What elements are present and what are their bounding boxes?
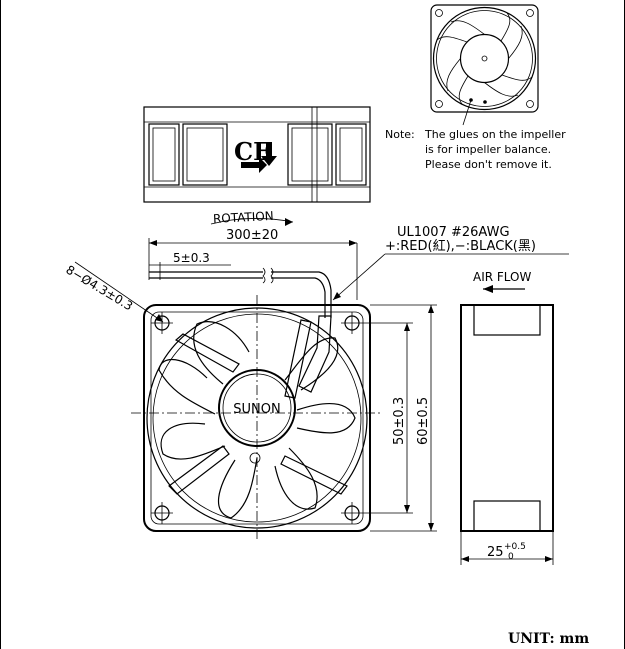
wire-color-label: +:RED(紅),−:BLACK(黑): [385, 239, 536, 254]
note-line-1: The glues on the impeller: [424, 128, 566, 141]
hole-pitch-label: 50±0.3: [392, 397, 407, 445]
unit-label: UNIT: mm: [508, 631, 589, 647]
note-block: Note: The glues on the impeller is for i…: [385, 128, 566, 171]
thickness-tolerance-upper: +0.5: [504, 542, 526, 552]
strip-length-label: 5±0.3: [173, 251, 210, 265]
side-profile-view: CE: [143, 106, 371, 203]
top-fan-view: [430, 4, 539, 126]
thickness-label: 25: [487, 545, 504, 560]
main-front-view: SUNON: [131, 295, 381, 540]
front-dimensions: 50±0.3 60±0.5: [363, 304, 437, 532]
impeller-blades: [158, 321, 356, 519]
cable-length-label: 300±20: [226, 228, 278, 243]
hole-dimension: 8−Ø4.3±0.3: [63, 261, 164, 323]
mounting-holes: [151, 312, 363, 524]
thickness-tolerance-lower: 0: [508, 552, 514, 562]
rotation-dimension: ROTATION 300±20: [148, 209, 358, 300]
frame-size-label: 60±0.5: [416, 397, 431, 445]
wire-spec: UL1007 #26AWG +:RED(紅),−:BLACK(黑): [332, 225, 569, 301]
airflow-arrows-icon: [241, 142, 277, 173]
cable-wires: [149, 267, 332, 318]
note-prefix: Note:: [385, 128, 415, 141]
strip-dimension: 5±0.3: [149, 251, 231, 280]
airflow-label: AIR FLOW: [473, 270, 532, 284]
hole-spec-label: 8−Ø4.3±0.3: [63, 263, 135, 314]
airflow-side-view: AIR FLOW 25 +0.5 0: [460, 270, 554, 565]
rotation-label: ROTATION: [213, 209, 274, 226]
note-line-2: is for impeller balance.: [425, 143, 551, 156]
wire-gauge-label: UL1007 #26AWG: [397, 225, 510, 240]
note-line-3: Please don't remove it.: [425, 158, 552, 171]
